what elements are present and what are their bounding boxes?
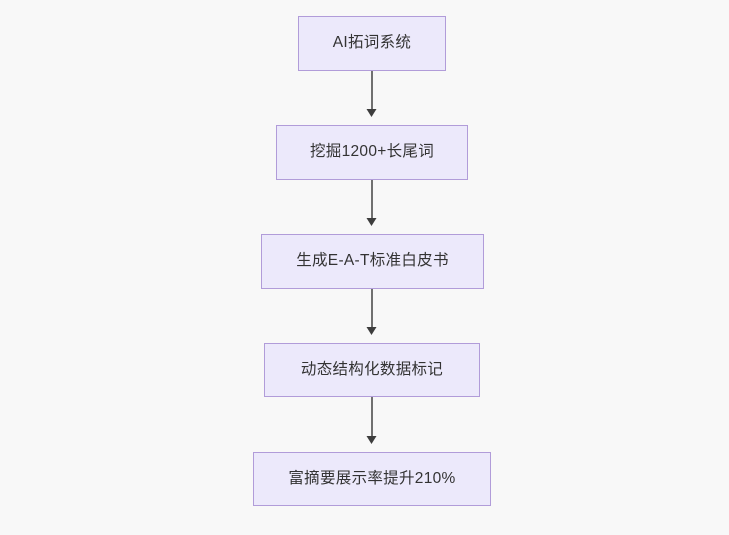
flow-edge-1-line (371, 71, 373, 110)
flow-node-dynamic-structured-data-markup[interactable]: 动态结构化数据标记 (264, 343, 480, 397)
flow-edge-3-arrowhead (366, 327, 377, 335)
flow-node-label: AI拓词系统 (332, 34, 412, 52)
flow-edge-4-arrowhead (366, 436, 377, 444)
flow-node-label: 生成E-A-T标准白皮书 (296, 252, 449, 270)
flow-node-rich-snippet-rate-increase[interactable]: 富摘要展示率提升210% (253, 452, 491, 506)
flow-node-label: 富摘要展示率提升210% (288, 469, 456, 487)
flow-node-generate-eat-whitepaper[interactable]: 生成E-A-T标准白皮书 (261, 234, 484, 289)
flow-node-label: 挖掘1200+长尾词 (309, 143, 435, 161)
flow-edge-4-line (371, 397, 373, 437)
flow-node-ai-keyword-system[interactable]: AI拓词系统 (298, 16, 446, 71)
flow-node-mine-longtail-keywords[interactable]: 挖掘1200+长尾词 (276, 125, 468, 180)
flow-edge-1-arrowhead (366, 109, 377, 117)
flow-edge-2-arrowhead (366, 218, 377, 226)
flow-edge-2-line (371, 180, 373, 219)
flow-edge-3-line (371, 289, 373, 328)
flow-node-label: 动态结构化数据标记 (300, 360, 444, 378)
